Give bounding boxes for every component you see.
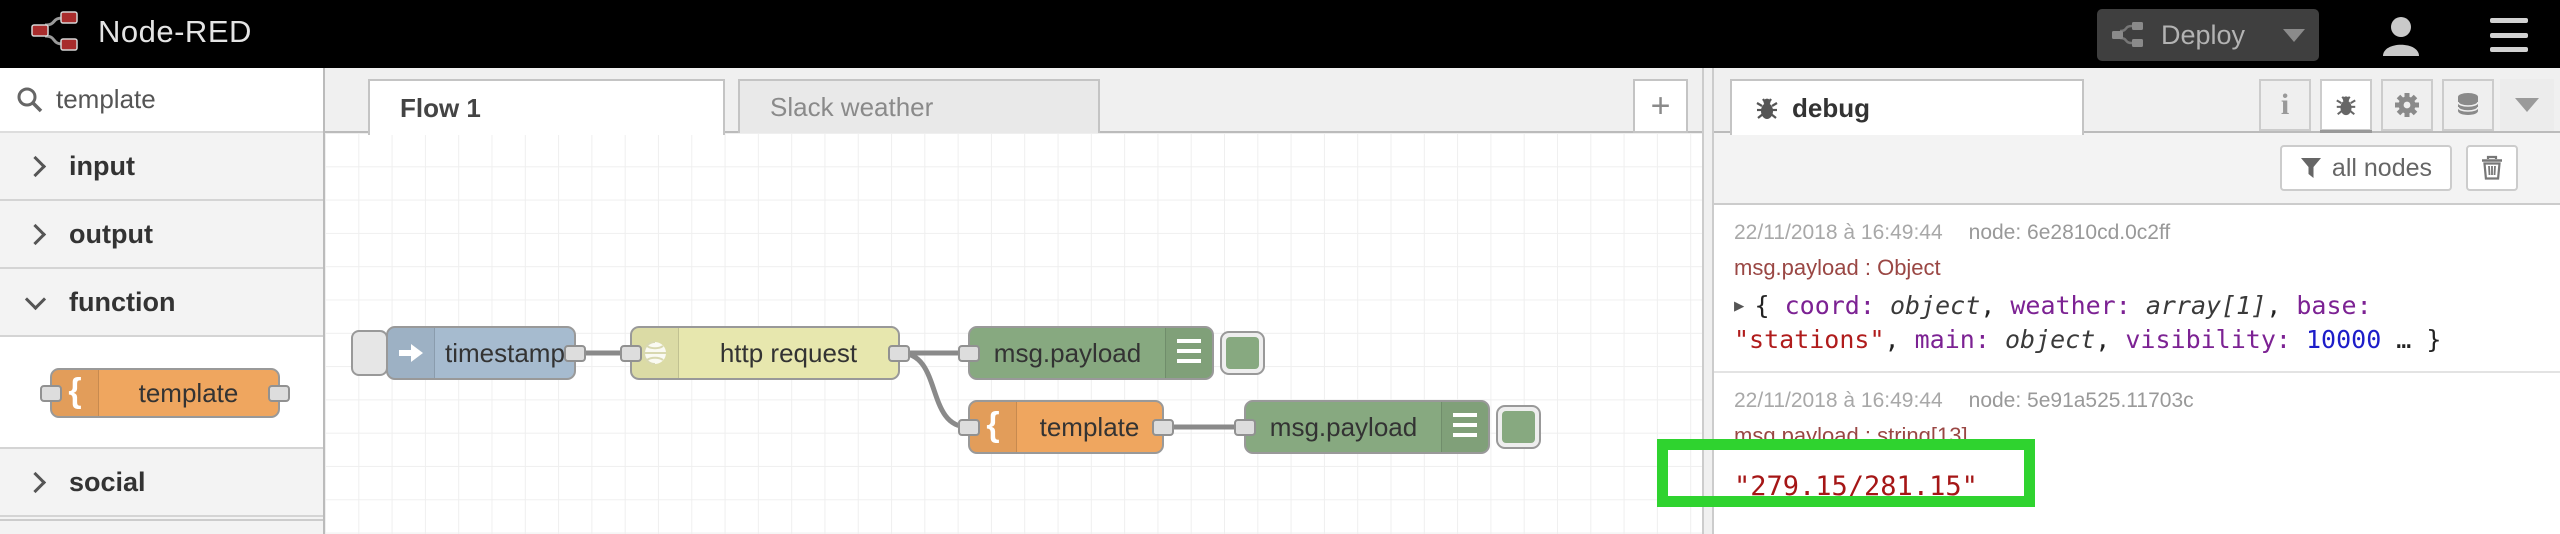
inject-run-button[interactable]: [351, 330, 388, 376]
wire-http-template[interactable]: [897, 350, 971, 430]
node-debug-msg-payload-2[interactable]: msg.payload: [1234, 400, 1490, 454]
deploy-button[interactable]: Deploy: [2097, 9, 2319, 61]
node-input-port[interactable]: [620, 345, 642, 362]
message-node-id: node: 6e2810cd.0c2ff: [1968, 221, 2171, 244]
debug-tab-button[interactable]: [2320, 79, 2372, 135]
menu-button[interactable]: [2490, 18, 2528, 52]
palette-category-function[interactable]: function: [0, 269, 323, 337]
tab-slack-weather[interactable]: Slack weather: [738, 79, 1100, 135]
message-payload-label: msg.payload : string[13]: [1734, 423, 1968, 448]
tab-flow-1[interactable]: Flow 1: [368, 79, 725, 135]
globe-icon: [632, 328, 679, 378]
node-output-port[interactable]: [888, 345, 910, 362]
chevron-down-icon: [24, 288, 47, 310]
info-tab-button[interactable]: i: [2259, 79, 2311, 131]
sidebar-options-button[interactable]: [2500, 79, 2554, 131]
chevron-right-icon: [24, 471, 47, 493]
palette-node-template[interactable]: { template: [40, 368, 290, 418]
clear-messages-button[interactable]: [2466, 145, 2518, 191]
chevron-right-icon: [24, 223, 47, 245]
context-data-button[interactable]: [2442, 79, 2494, 131]
node-palette: × input output function { template socia…: [0, 68, 413, 534]
app-title: Node-RED: [98, 14, 252, 49]
tab-debug[interactable]: debug: [1730, 79, 2084, 135]
app-header: Node-RED Deploy: [0, 0, 2560, 68]
bug-icon: [1754, 94, 1780, 122]
palette-category-social[interactable]: social: [0, 449, 323, 517]
message-object-preview[interactable]: ▶ { coord: object, weather: array[1], ba…: [1734, 291, 2442, 354]
deploy-label: Deploy: [2161, 19, 2246, 50]
palette-category-input[interactable]: input: [0, 133, 323, 201]
node-input-port[interactable]: [958, 345, 980, 362]
debug-enable-toggle[interactable]: [1220, 331, 1265, 375]
node-output-port[interactable]: [1152, 419, 1174, 436]
node-output-port: [268, 385, 290, 402]
node-input-port[interactable]: [1234, 419, 1256, 436]
node-http-request[interactable]: http request: [620, 326, 910, 380]
user-button[interactable]: [2378, 14, 2424, 56]
workspace: Flow 1 Slack weather +: [325, 68, 1702, 534]
debug-lines-icon: [1165, 328, 1212, 378]
debug-panel-actions: i: [2259, 79, 2494, 135]
debug-message-meta: 22/11/2018 à 16:49:44 node: 5e91a525.117…: [1734, 389, 2540, 413]
palette-category-output[interactable]: output: [0, 201, 323, 269]
message-node-id: node: 5e91a525.11703c: [1968, 389, 2194, 412]
user-icon: [2383, 17, 2419, 56]
deploy-icon: [2111, 21, 2145, 49]
node-output-port[interactable]: [564, 345, 586, 362]
trash-icon: [2480, 155, 2504, 181]
debug-toolbar: all nodes: [1714, 133, 2560, 205]
node-input-port[interactable]: [958, 419, 980, 436]
config-nodes-button[interactable]: [2381, 79, 2433, 131]
palette-search: ×: [0, 68, 413, 133]
node-red-logo-icon: [30, 10, 82, 54]
flow-canvas[interactable]: timestamp http request msg.payload: [325, 133, 1702, 534]
message-payload-label: msg.payload : Object: [1734, 255, 1941, 280]
inject-arrow-icon: [388, 328, 435, 378]
debug-message: 22/11/2018 à 16:49:44 node: 6e2810cd.0c2…: [1714, 205, 2560, 373]
chevron-down-icon: [2515, 98, 2539, 112]
search-icon: [16, 86, 44, 114]
gear-icon: [2393, 91, 2421, 119]
deploy-options-chevron-down-icon[interactable]: [2283, 28, 2305, 42]
funnel-icon: [2300, 157, 2322, 179]
debug-message: 22/11/2018 à 16:49:44 node: 5e91a525.117…: [1714, 373, 2560, 534]
panel-splitter[interactable]: [1702, 68, 1714, 534]
node-input-port: [40, 385, 62, 402]
debug-message-list: 22/11/2018 à 16:49:44 node: 6e2810cd.0c2…: [1714, 205, 2560, 534]
message-string-value: "279.15/281.15": [1734, 471, 1978, 502]
database-icon: [2454, 91, 2482, 119]
hamburger-icon: [2490, 18, 2528, 23]
bug-icon: [2334, 92, 2358, 118]
node-debug-msg-payload-1[interactable]: msg.payload: [958, 326, 1214, 380]
debug-filter-button[interactable]: all nodes: [2279, 145, 2452, 191]
node-timestamp[interactable]: timestamp: [386, 326, 586, 380]
flow-tabbar: Flow 1 Slack weather +: [325, 68, 1702, 135]
debug-message-meta: 22/11/2018 à 16:49:44 node: 6e2810cd.0c2…: [1734, 221, 2540, 245]
add-flow-button[interactable]: +: [1633, 79, 1688, 133]
debug-tabbar: debug i: [1714, 68, 2560, 135]
debug-sidebar: debug i: [1714, 68, 2560, 534]
node-template[interactable]: { template: [958, 400, 1174, 454]
debug-lines-icon: [1441, 402, 1488, 452]
chevron-right-icon: [24, 155, 47, 177]
palette-function-items: { template: [0, 337, 323, 449]
brand: Node-RED: [30, 10, 252, 54]
palette-next-category-edge: [0, 519, 323, 534]
message-timestamp: 22/11/2018 à 16:49:44: [1734, 221, 1943, 244]
message-timestamp: 22/11/2018 à 16:49:44: [1734, 389, 1943, 412]
debug-enable-toggle[interactable]: [1496, 405, 1541, 449]
